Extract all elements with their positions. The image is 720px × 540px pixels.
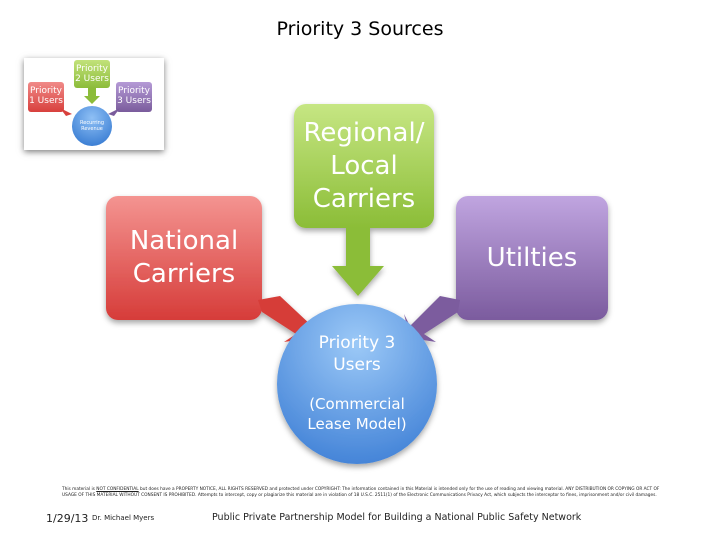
thumb-green-box — [74, 60, 110, 88]
utilities-label: Utilties — [486, 242, 578, 273]
regional-carriers-label: Regional/ Local Carriers — [303, 117, 425, 214]
thumb-purple-box — [116, 82, 152, 112]
thumbnail-diagram: Priority 1 Users Priority 2 Users Priori… — [24, 58, 164, 150]
thumb-circle — [72, 106, 112, 146]
thumb-red-box — [28, 82, 64, 112]
slide-title: Priority 3 Sources — [276, 18, 444, 40]
thumb-center-label: Recurring Revenue — [80, 120, 104, 132]
thumb-priority2-label: Priority 2 Users — [75, 64, 109, 84]
national-carriers-label: National Carriers — [129, 226, 239, 289]
green-arrow — [332, 228, 384, 296]
national-carriers-box — [106, 196, 262, 320]
footer-author: Dr. Michael Myers — [92, 514, 155, 522]
utilities-box — [456, 196, 608, 320]
footer-subtitle: Public Private Partnership Model for Bui… — [212, 512, 582, 523]
copyright-notice: This material is NOT CONFIDENTIAL but do… — [62, 487, 660, 498]
center-label: Priority 3 Users — [318, 333, 396, 375]
regional-carriers-box — [294, 104, 434, 228]
thumb-priority1-label: Priority 1 Users — [29, 86, 63, 106]
purple-arrow — [404, 296, 460, 342]
priority3-users-circle — [277, 304, 437, 464]
footer-date: 1/29/13 — [46, 512, 89, 525]
thumb-priority3-label: Priority 3 Users — [117, 86, 151, 106]
center-sublabel: (Commercial Lease Model) — [307, 395, 407, 433]
